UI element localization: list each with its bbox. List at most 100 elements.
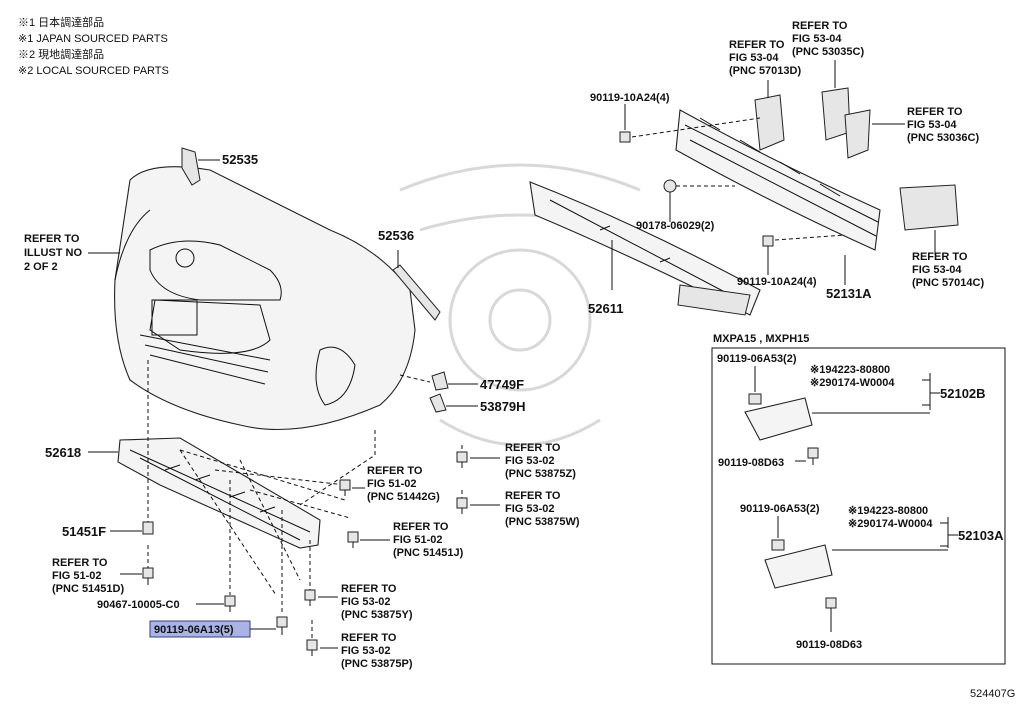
svg-text:REFER TO: REFER TO [505,442,561,454]
fastener-90119-06A13-highlighted[interactable]: 90119-06A13(5) [149,620,276,638]
bolt-icon [347,531,359,548]
svg-text:FIG 53-04: FIG 53-04 [912,264,962,276]
svg-text:(PNC 53036C): (PNC 53036C) [907,132,979,144]
part-52536-retainer[interactable]: 52536 [378,228,441,321]
svg-text:(PNC 57014C): (PNC 57014C) [912,277,984,289]
bracket-57014C[interactable]: REFER TO FIG 53-04 (PNC 57014C) [899,184,984,289]
refer-illust-note: REFER TO ILLUST NO 2 OF 2 [24,233,120,273]
bolt-icon [771,539,785,551]
bolt-icon [456,451,468,468]
part-number-label: 51451F [62,524,106,539]
refer-53875Y: REFER TO FIG 53-02 (PNC 53875Y) [318,583,413,621]
part-47749F[interactable]: 47749F [399,371,524,392]
part-number-label: 52535 [222,152,258,167]
part-51451F-clip[interactable]: 51451F [62,521,154,539]
bolt-icon [304,589,316,606]
fastener-label: 90119-08D63 [718,457,784,469]
refer-53875P: REFER TO FIG 53-02 (PNC 53875P) [320,632,413,670]
svg-text:(PNC 53875P): (PNC 53875P) [341,658,413,670]
bracket-53036C[interactable]: REFER TO FIG 53-04 (PNC 53036C) [844,106,979,159]
svg-text:REFER TO: REFER TO [792,20,848,32]
svg-text:FIG 51-02: FIG 51-02 [393,534,443,546]
svg-text:FIG 53-02: FIG 53-02 [341,596,391,608]
svg-text:FIG 53-02: FIG 53-02 [505,503,555,515]
part-number-label: 52103A [958,528,1004,543]
bolt-icon [748,393,762,405]
svg-text:REFER TO: REFER TO [367,465,423,477]
bolt-icon [306,639,318,656]
part-52611-absorber[interactable]: 52611 [529,181,761,316]
bracket-52102B-body [744,397,813,441]
bolt-icon [224,595,236,612]
fastener-90467[interactable]: 90467-10005-C0 [97,599,224,611]
part-number-label: 52536 [378,228,414,243]
bracket-52103A-body [764,544,833,589]
fastener-label: 90119-08D63 [796,639,862,651]
part-number-label: 52611 [588,301,623,316]
bolt-icon [619,131,631,143]
note-line: ※1 JAPAN SOURCED PARTS [18,33,168,45]
svg-text:REFER TO: REFER TO [907,106,963,118]
bolt-icon [276,616,288,635]
fastener-06029[interactable]: 90178-06029(2) [636,179,735,232]
bolt-icon [762,235,774,247]
refer-53875W: REFER TO FIG 53-02 (PNC 53875W) [470,490,580,528]
fastener-label: 90178-06029(2) [636,220,715,232]
fastener-label: 90119-10A24(4) [737,276,817,288]
refer-51451D: REFER TO FIG 51-02 (PNC 51451D) [52,557,142,595]
fastener-10A24-top[interactable]: 90119-10A24(4) [590,92,761,143]
svg-text:REFER TO: REFER TO [341,583,397,595]
fastener-label: 90467-10005-C0 [97,599,180,611]
source-notes: ※1 日本調達部品 ※1 JAPAN SOURCED PARTS ※2 現地調達… [18,15,169,77]
fastener-label: ※194223-80800 [848,505,928,517]
svg-text:REFER TO: REFER TO [729,39,785,51]
bolt-icon [456,497,468,514]
svg-text:FIG 51-02: FIG 51-02 [367,478,417,490]
part-number-label: 52618 [45,445,81,460]
part-number-label: 53879H [480,399,526,414]
svg-text:REFER TO: REFER TO [912,251,968,263]
note-line: ※1 日本調達部品 [18,15,104,29]
part-number-label: 52131A [826,286,872,301]
note-line: ※2 LOCAL SOURCED PARTS [18,65,169,77]
part-52535-bracket[interactable]: 52535 [181,147,258,186]
front-bumper-cover[interactable] [114,166,416,431]
bolt-icon [142,567,154,585]
svg-text:FIG 51-02: FIG 51-02 [52,570,102,582]
svg-text:REFER TO: REFER TO [24,233,80,245]
note-line: ※2 現地調達部品 [18,47,104,61]
fastener-label: ※194223-80800 [810,364,890,376]
variant-inset: MXPA15 , MXPH15 90119-06A53(2) ※194223-8… [711,333,1006,665]
fastener-label: ※290174-W0004 [810,377,895,389]
bolt-icon [825,597,837,609]
svg-text:REFER TO: REFER TO [393,521,449,533]
part-53879H[interactable]: 53879H [429,393,526,414]
svg-text:(PNC 51451D): (PNC 51451D) [52,583,124,595]
part-52618-under-cover[interactable]: 52618 [45,437,321,549]
svg-text:REFER TO: REFER TO [52,557,108,569]
bracket-53035C[interactable]: REFER TO FIG 53-04 (PNC 53035C) [792,20,864,141]
svg-text:FIG 53-02: FIG 53-02 [341,645,391,657]
svg-text:ILLUST NO: ILLUST NO [24,247,82,259]
bolt-icons-lower [142,451,468,656]
part-number-label: 47749F [480,377,524,392]
svg-text:FIG 53-04: FIG 53-04 [792,33,842,45]
refer-53875Z: REFER TO FIG 53-02 (PNC 53875Z) [470,442,576,480]
nut-icon [663,179,677,193]
part-52131A-reinforcement[interactable]: 52131A [675,109,881,301]
fastener-10A24-bottom[interactable]: 90119-10A24(4) [737,234,846,288]
fastener-label: 90119-06A53(2) [740,503,820,515]
part-number-label: 52102B [940,386,986,401]
svg-text:(PNC 51451J): (PNC 51451J) [393,547,464,559]
bracket-57013D[interactable]: REFER TO FIG 53-04 (PNC 57013D) [729,39,801,151]
fastener-label: 90119-06A13(5) [154,624,234,636]
svg-text:(PNC 53875Z): (PNC 53875Z) [505,468,576,480]
bolt-icon [339,479,351,496]
refer-51442G: REFER TO FIG 51-02 (PNC 51442G) [352,465,440,503]
svg-text:(PNC 53035C): (PNC 53035C) [792,46,864,58]
svg-text:REFER TO: REFER TO [505,490,561,502]
fastener-label: 90119-06A53(2) [717,353,797,365]
svg-text:(PNC 51442G): (PNC 51442G) [367,491,440,503]
bolt-icon [807,447,819,459]
